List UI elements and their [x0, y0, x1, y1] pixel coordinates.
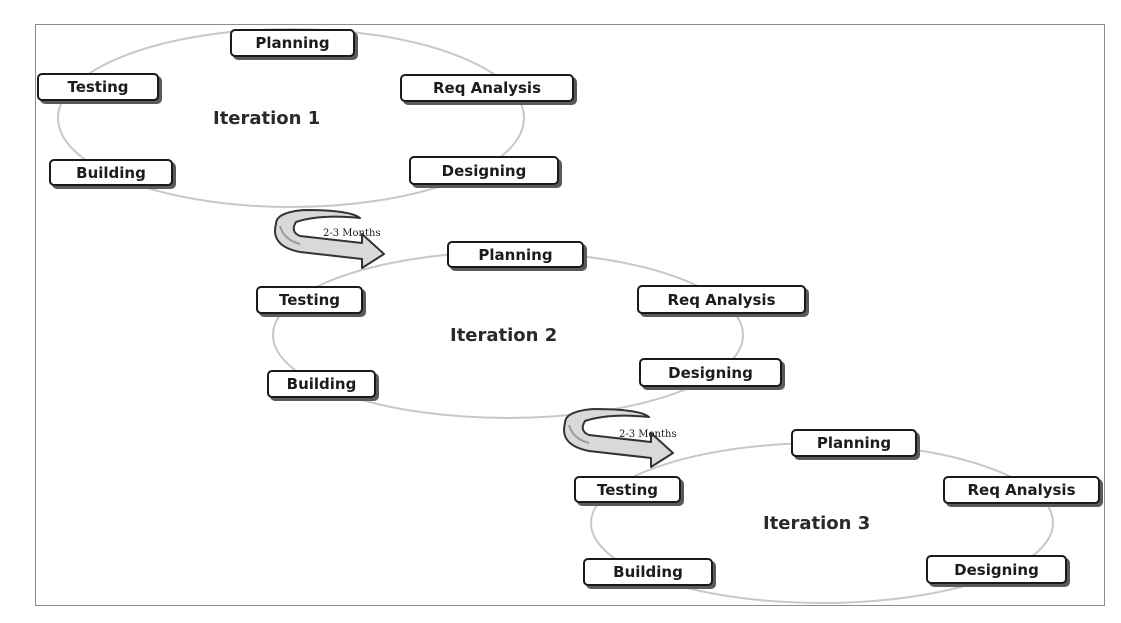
iteration-3-title: Iteration 3: [763, 513, 871, 534]
iteration-3-building-box: Building: [583, 558, 713, 586]
iteration-1-planning-box: Planning: [230, 29, 355, 57]
iteration-3-testing-box: Testing: [574, 476, 681, 503]
iteration-3-planning-box: Planning: [791, 429, 917, 457]
transition-label-1: 2-3 Months: [323, 228, 381, 239]
iteration-2-planning-box: Planning: [447, 241, 584, 268]
transition-arrow-1: [274, 209, 385, 269]
iteration-1-req-analysis-box: Req Analysis: [400, 74, 574, 102]
iteration-2-title: Iteration 2: [450, 325, 558, 346]
transition-arrow-2: [563, 408, 674, 468]
iteration-2-req-analysis-box: Req Analysis: [637, 285, 806, 314]
iteration-1-building-box: Building: [49, 159, 173, 186]
iteration-1-title: Iteration 1: [213, 108, 321, 129]
iteration-2-designing-box: Designing: [639, 358, 782, 387]
transition-label-2: 2-3 Months: [619, 429, 677, 440]
iteration-2-building-box: Building: [267, 370, 376, 398]
iteration-1-testing-box: Testing: [37, 73, 159, 101]
iteration-1-designing-box: Designing: [409, 156, 559, 185]
iteration-3-req-analysis-box: Req Analysis: [943, 476, 1100, 504]
iteration-3-designing-box: Designing: [926, 555, 1067, 584]
iteration-2-testing-box: Testing: [256, 286, 363, 314]
diagram-frame: [35, 24, 1105, 606]
